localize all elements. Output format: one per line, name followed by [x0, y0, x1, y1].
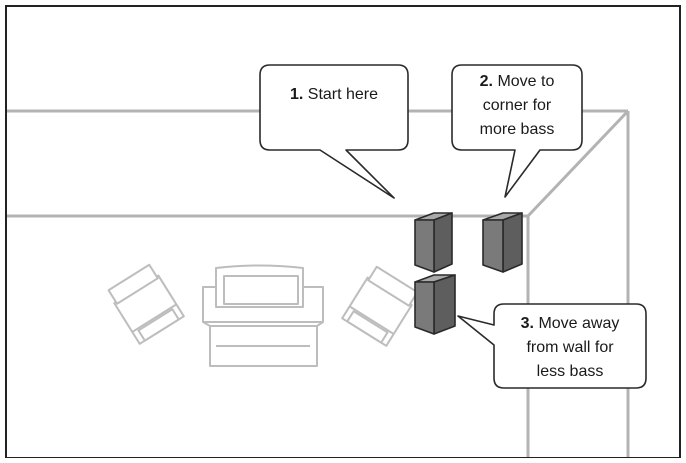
speaker-corner-position [482, 212, 523, 273]
callout-away-from-wall: 3. Move away from wall for less bass [457, 303, 647, 389]
callout-start-here: 1. Start here [259, 64, 409, 199]
speaker-away-position [414, 274, 456, 335]
corner-diagonal [526, 109, 630, 218]
callout-3-line-2: from wall for [526, 339, 614, 356]
callout-1-text: 1. Start here [290, 86, 378, 103]
speakers [414, 212, 523, 335]
callout-3-line-3: less bass [537, 363, 604, 380]
left-armchair [107, 263, 185, 345]
callout-1-number: 1. [290, 86, 303, 103]
right-armchair [341, 265, 419, 347]
speaker-start-position [414, 212, 453, 273]
callout-3-line-1: Move away [538, 315, 619, 332]
sofa [202, 264, 324, 367]
callout-3-text: 3. Move away [521, 315, 620, 332]
callout-2-number: 2. [480, 73, 493, 90]
callout-2-line-2: corner for [483, 97, 552, 114]
callout-2-line-3: more bass [480, 121, 555, 138]
furniture [107, 263, 419, 367]
callout-2-bubble [451, 64, 583, 198]
callout-2-line-1: Move to [497, 73, 554, 90]
callout-corner: 2. Move to corner for more bass [451, 64, 583, 198]
callout-2-text: 2. Move to [480, 73, 555, 90]
callout-1-bubble [259, 64, 409, 199]
callout-3-number: 3. [521, 315, 534, 332]
callout-3-bubble [457, 303, 647, 389]
callout-1-line-1: Start here [308, 86, 378, 103]
